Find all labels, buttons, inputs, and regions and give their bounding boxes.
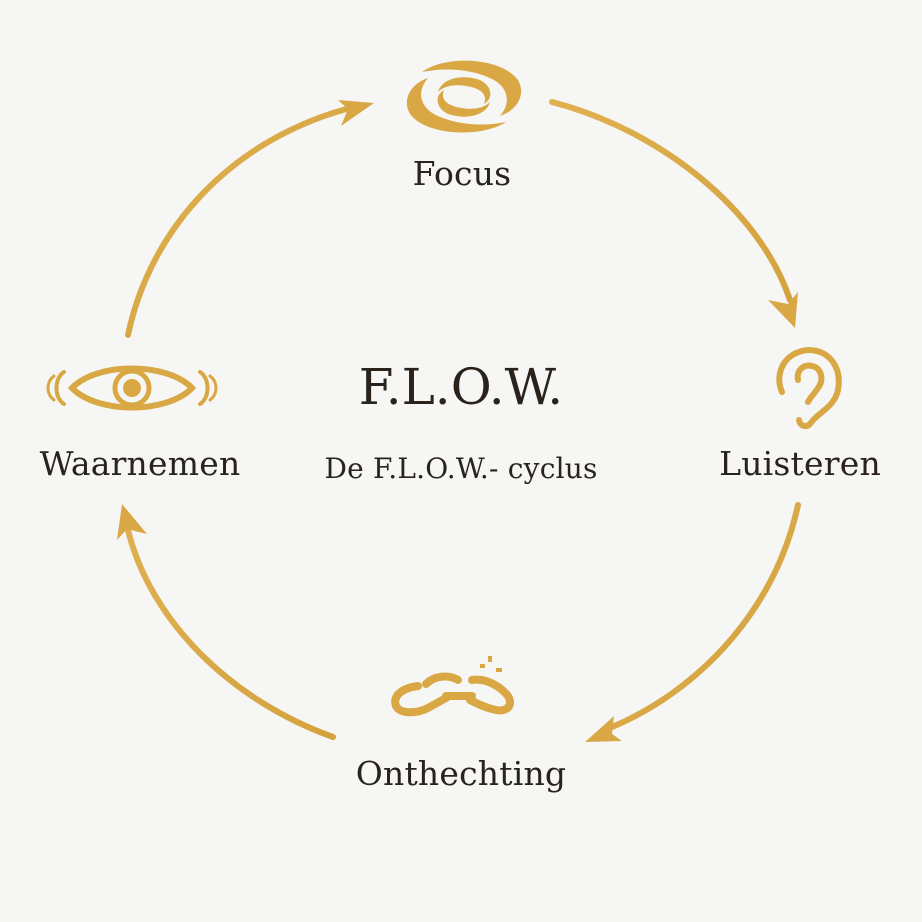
stage-label-onthechting: Onthechting — [355, 754, 567, 793]
eye-icon — [46, 365, 218, 411]
stage-label-luisteren: Luisteren — [719, 444, 881, 483]
arrow-onthechting-to-waarnemen — [117, 504, 336, 740]
stage-label-focus: Focus — [412, 154, 512, 193]
arrow-focus-to-luisteren — [549, 99, 798, 328]
diagram-subtitle: De F.L.O.W.- cyclus — [324, 452, 598, 485]
broken-chain-icon — [391, 656, 515, 717]
diagram-title: F.L.O.W. — [358, 358, 564, 416]
ear-icon — [776, 346, 842, 430]
arrow-waarnemen-to-focus — [125, 100, 374, 338]
spiral-icon — [406, 60, 522, 133]
stage-label-waarnemen: Waarnemen — [39, 444, 241, 483]
arrow-luisteren-to-onthechting — [585, 502, 801, 742]
